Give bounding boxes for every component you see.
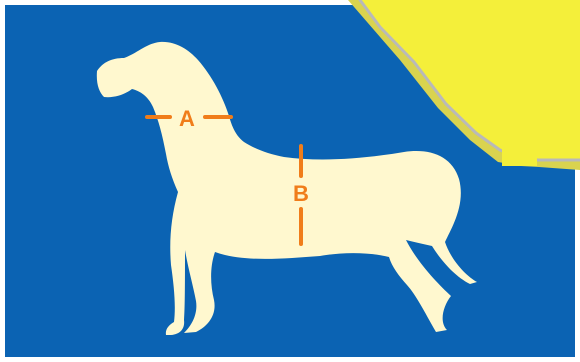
vest-strap-shape [502,36,537,166]
measure-a-label: A [179,106,195,131]
measure-b-label: B [293,181,309,206]
